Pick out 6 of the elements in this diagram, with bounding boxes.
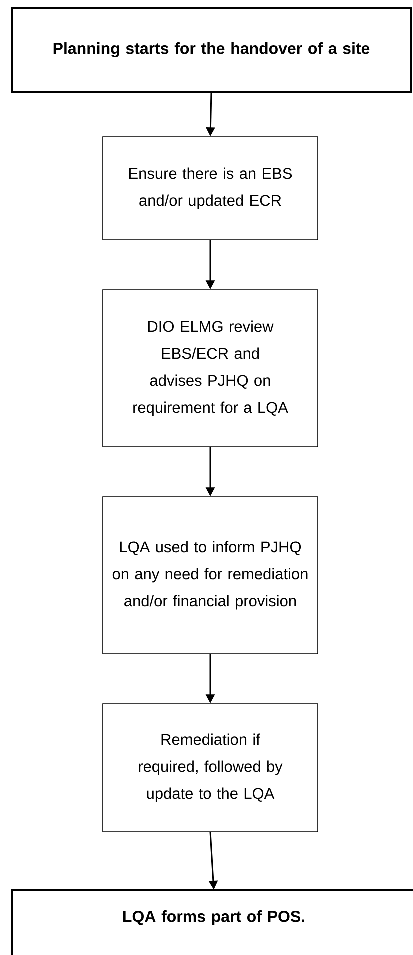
process-box: Remediation if required, followed by update to the LQA: [102, 704, 318, 832]
start-box: Planning starts for the handover of a site: [11, 7, 412, 93]
process-box: DIO ELMG review EBS/ECR and advises PJHQ on requirement for a LQA: [102, 290, 318, 448]
process-box: LQA used to inform PJHQ on any need for remediation and/or financial provision: [102, 496, 318, 654]
process-box: Ensure there is an EBS and/or updated ECR: [102, 136, 318, 240]
end-box: LQA forms part of POS.: [11, 889, 413, 955]
